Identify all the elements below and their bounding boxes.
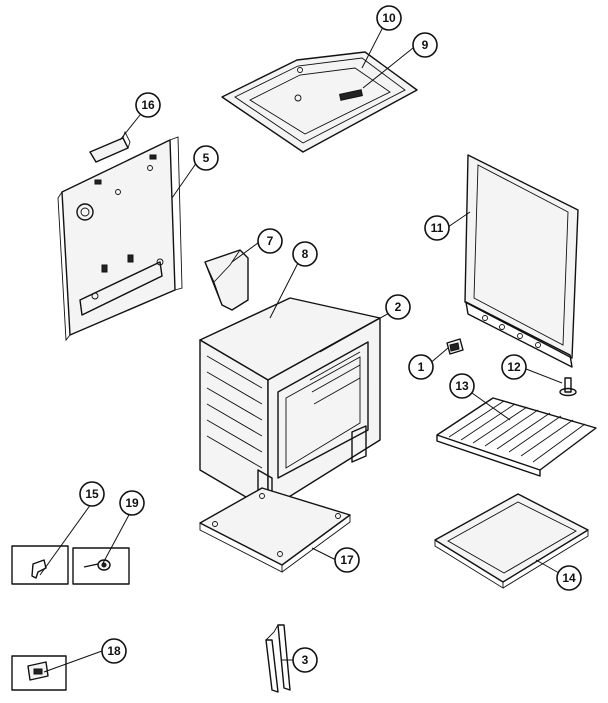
part-broiler-pan — [434, 493, 589, 589]
part-18-box — [11, 655, 67, 691]
callout-8: 8 — [292, 241, 318, 267]
callout-15-label: 15 — [85, 487, 99, 501]
callout-8-label: 8 — [302, 247, 309, 261]
callout-5: 5 — [193, 145, 219, 171]
callout-19: 19 — [119, 490, 145, 516]
callout-16: 16 — [135, 92, 161, 118]
callout-2: 2 — [385, 294, 411, 320]
part-spring-clips — [265, 624, 291, 693]
callout-3-label: 3 — [302, 653, 309, 667]
callout-10-label: 10 — [382, 11, 396, 25]
callout-19-label: 19 — [125, 496, 139, 510]
callout-15: 15 — [79, 481, 105, 507]
part-flue-duct — [204, 249, 249, 311]
callout-11-label: 11 — [431, 221, 444, 235]
part-small-bracket — [89, 130, 131, 163]
leader-lines — [39, 26, 563, 673]
part-19-box — [72, 547, 130, 585]
callout-13: 13 — [449, 373, 475, 399]
part-oven-cavity — [199, 297, 381, 513]
part-door-liner — [464, 154, 579, 368]
callout-14-label: 14 — [562, 571, 576, 585]
callout-1-label: 1 — [418, 360, 425, 374]
callout-1: 1 — [408, 354, 434, 380]
callout-12: 12 — [501, 354, 527, 380]
part-leveler — [559, 377, 577, 397]
part-15-box — [11, 545, 69, 585]
callout-18-label: 18 — [107, 644, 121, 658]
callout-12-label: 12 — [507, 360, 521, 374]
callout-11: 11 — [424, 215, 450, 241]
callout-7-label: 7 — [267, 234, 274, 248]
callout-10: 10 — [376, 5, 402, 31]
callout-2-label: 2 — [395, 300, 402, 314]
part-oven-rack — [436, 397, 597, 477]
part-top-panel — [221, 51, 418, 153]
callout-3: 3 — [292, 647, 318, 673]
callout-17-label: 17 — [340, 553, 354, 567]
callout-9: 9 — [412, 32, 438, 58]
callout-9-label: 9 — [422, 38, 429, 52]
part-rear-panel — [57, 136, 183, 342]
part-clip — [446, 338, 464, 355]
callout-7: 7 — [257, 228, 283, 254]
callout-5-label: 5 — [203, 151, 210, 165]
part-bottom-panel — [199, 487, 351, 573]
callout-18: 18 — [101, 638, 127, 664]
callout-13-label: 13 — [455, 379, 469, 393]
callout-14: 14 — [556, 565, 582, 591]
callout-17: 17 — [334, 547, 360, 573]
callout-16-label: 16 — [141, 98, 155, 112]
